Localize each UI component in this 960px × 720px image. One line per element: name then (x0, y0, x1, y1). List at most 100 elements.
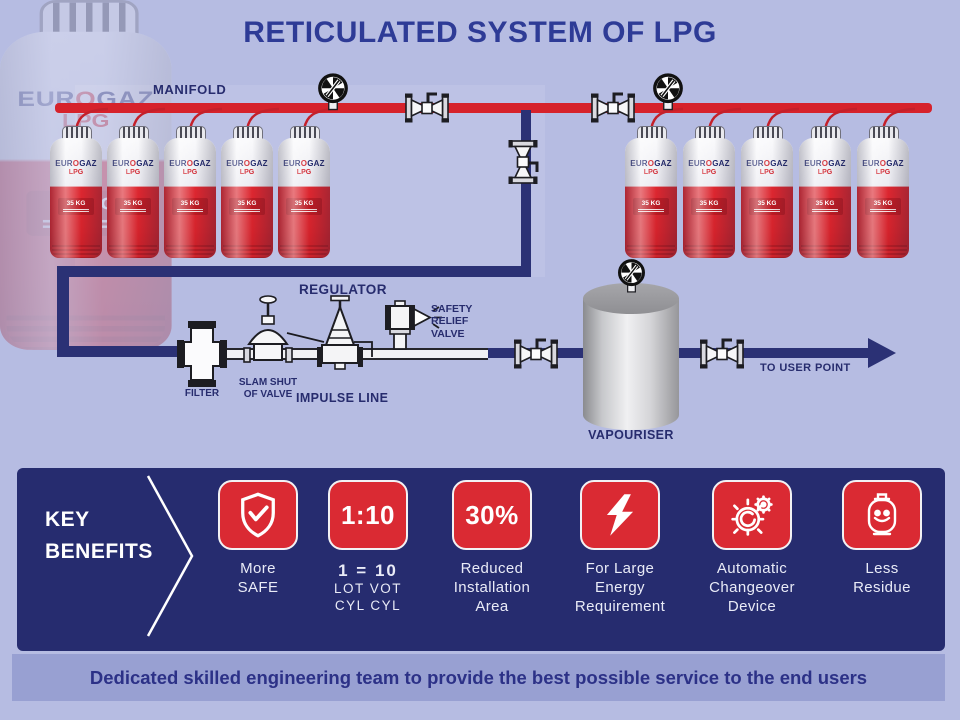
cylinder-base (859, 245, 907, 258)
footer-banner: Dedicated skilled engineering team to pr… (12, 654, 945, 701)
cylinder-lpg-label: LPG (164, 169, 216, 176)
slam-shut-valve-icon (242, 294, 294, 368)
cylinder-shading (683, 138, 735, 258)
cylinder-shading (799, 138, 851, 258)
transfer-pipe-horizontal (57, 266, 531, 277)
cylinder-weight-label: 35 KG (221, 200, 273, 212)
cylinder-lpg-label: LPG (107, 169, 159, 176)
lpg-cylinder: EUROGAZ LPG 35 KG (50, 126, 102, 258)
cylinder-weight-label: 35 KG (164, 200, 216, 212)
cylinder-shading (221, 138, 273, 258)
cylinder-body: EUROGAZ LPG 35 KG (164, 138, 216, 258)
lpg-cylinder: EUROGAZ LPG 35 KG (625, 126, 677, 258)
vapouriser-outlet-valve-icon (697, 334, 747, 372)
filter-label: FILTER (184, 388, 220, 399)
cylinder-body: EUROGAZ LPG 35 KG (799, 138, 851, 258)
cylinder-body: EUROGAZ LPG 35 KG (683, 138, 735, 258)
key-benefits-heading-line2: BENEFITS (45, 540, 153, 563)
cylinder-base (685, 245, 733, 258)
cylinder-weight-label: 35 KG (278, 200, 330, 212)
flow-arrow-icon (868, 338, 896, 368)
transfer-pipe-vertical (57, 266, 69, 357)
cylinder-weight-label: 35 KG (741, 200, 793, 212)
gears-icon (729, 491, 775, 539)
cylinder-brand-label: EUROGAZ (164, 159, 216, 168)
lpg-cylinder: EUROGAZ LPG 35 KG (164, 126, 216, 258)
cylinder-brand-label: EUROGAZ (683, 159, 735, 168)
cylinder-collar (39, 0, 139, 43)
cylinder-shading (278, 138, 330, 258)
chevron-right-icon (146, 475, 194, 637)
manifold-label: MANIFOLD (153, 82, 227, 97)
cylinder-body: EUROGAZ LPG 35 KG (625, 138, 677, 258)
benefit-tile-text: 30% (465, 499, 519, 530)
manifold-pipe (55, 103, 932, 113)
filter-icon (176, 320, 228, 388)
cylinder-base (52, 245, 100, 258)
cylinder-brand-label: EUROGAZ (857, 159, 909, 168)
manifold-valve-icon (588, 88, 638, 126)
cylinder-weight-label: 35 KG (683, 200, 735, 212)
cylinder-lpg-label: LPG (857, 169, 909, 176)
cylinder-brand-label: EUROGAZ (50, 159, 102, 168)
process-pipe-outlet (676, 348, 872, 358)
lpg-cylinder: EUROGAZ LPG 35 KG (799, 126, 851, 258)
cylinder-base (109, 245, 157, 258)
cylinder-weight-label: 35 KG (857, 200, 909, 212)
vapouriser-vessel (583, 298, 679, 430)
cylinder-brand-label: EUROGAZ (107, 159, 159, 168)
benefit-tile-2: 1:10 (328, 480, 408, 550)
cylinder-lpg-label: LPG (625, 169, 677, 176)
downcomer-pipe (521, 110, 531, 274)
regulator-icon (316, 293, 364, 373)
cylinder-body: EUROGAZ LPG 35 KG (278, 138, 330, 258)
cylinder-brand-label: EUROGAZ (278, 159, 330, 168)
pressure-gauge-icon (651, 72, 685, 113)
cylinder-body: EUROGAZ LPG 35 KG (221, 138, 273, 258)
cylinder-weight-label: 35 KG (50, 200, 102, 212)
regulator-label: REGULATOR (299, 282, 387, 297)
vapouriser-inlet-valve-icon (511, 334, 561, 372)
lpg-cylinder: EUROGAZ LPG 35 KG (857, 126, 909, 258)
benefit-tile-4 (580, 480, 660, 550)
vapouriser-label: VAPOURISER (588, 428, 674, 442)
lpg-cylinder: EUROGAZ LPG 35 KG (741, 126, 793, 258)
impulse-line-label: IMPULSE LINE (296, 391, 389, 405)
cylinder-base (166, 245, 214, 258)
benefit-tile-5 (712, 480, 792, 550)
slam-shut-valve-label: SLAM SHUT OF VALVE (238, 377, 298, 400)
cylinder-base (6, 315, 165, 350)
cylinder-shading (164, 138, 216, 258)
benefit-tile-3: 30% (452, 480, 532, 550)
lpg-cylinder: EUROGAZ LPG 35 KG (683, 126, 735, 258)
cylinder-shading (741, 138, 793, 258)
pressure-gauge-icon (616, 258, 647, 295)
cylinder-body: EUROGAZ LPG 35 KG (107, 138, 159, 258)
cylinder-shading (107, 138, 159, 258)
pressure-gauge-icon (316, 72, 350, 113)
lpg-cylinder: EUROGAZ LPG 35 KG (221, 126, 273, 258)
benefit-tile-text: 1:10 (340, 499, 396, 530)
cylinder-base (280, 245, 328, 258)
cylinder-shading (50, 138, 102, 258)
cylinder-base (801, 245, 849, 258)
cylinder-brand-label: EUROGAZ (625, 159, 677, 168)
downcomer-valve-icon (505, 137, 543, 187)
cylinder-brand-label: EUROGAZ (799, 159, 851, 168)
process-pipe-inlet (57, 346, 181, 357)
cylinder-lpg-label: LPG (278, 169, 330, 176)
lightning-icon (597, 491, 643, 539)
cylinder-shading (625, 138, 677, 258)
safety-relief-valve-label: SAFETY RELIEF VALVE (431, 303, 473, 340)
shield-check-icon (235, 491, 281, 539)
cylinder-weight-label: 35 KG (107, 200, 159, 212)
cylinder-weight-label: 35 KG (799, 200, 851, 212)
cylinder-body: EUROGAZ LPG 35 KG (741, 138, 793, 258)
cylinder-shading (857, 138, 909, 258)
cylinder-lpg-label: LPG (683, 169, 735, 176)
